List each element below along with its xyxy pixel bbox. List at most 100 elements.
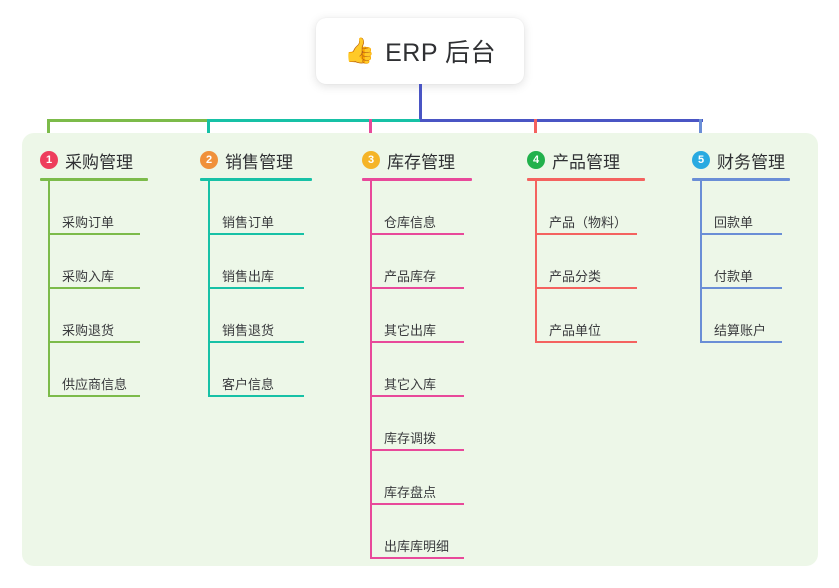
branch-header-1[interactable]: 1 采购管理 (40, 148, 148, 172)
branch-item-label: 采购退货 (62, 323, 115, 338)
branch-title: 销售管理 (225, 152, 293, 172)
branch-item[interactable]: 供应商信息 (40, 343, 148, 397)
branch-spine (370, 181, 372, 559)
branch-item-underline (535, 287, 637, 289)
branch-item-underline (700, 287, 782, 289)
branch-spine (208, 181, 210, 397)
branch-header-2[interactable]: 2 销售管理 (200, 148, 312, 172)
branch-item-label: 销售退货 (222, 323, 275, 338)
branch-item[interactable]: 采购入库 (40, 235, 148, 289)
bus-segment-teal (208, 119, 420, 122)
branch-underline (40, 178, 148, 181)
branch-item-label: 销售出库 (222, 269, 275, 284)
branch-item[interactable]: 产品库存 (362, 235, 472, 289)
branch-item-label: 仓库信息 (384, 215, 437, 230)
branch-number-badge: 2 (200, 151, 218, 169)
branch-spine (700, 181, 702, 343)
branch-item-label: 出库库明细 (384, 539, 450, 554)
branch-item-list: 销售订单销售出库销售退货客户信息 (200, 181, 312, 397)
branch-column-4: 4 产品管理产品（物料） 产品分类产品单位 (527, 148, 645, 343)
branch-title: 财务管理 (717, 152, 785, 172)
branch-item-underline (535, 341, 637, 343)
branch-item-label: 采购订单 (62, 215, 115, 230)
branch-item-list: 产品（物料） 产品分类产品单位 (527, 181, 645, 343)
branch-item[interactable]: 产品单位 (527, 289, 645, 343)
branch-header-5[interactable]: 5 财务管理 (692, 148, 790, 172)
bus-segment-blue (420, 119, 703, 122)
branch-item[interactable]: 库存调拨 (362, 397, 472, 451)
branch-item-label: 产品库存 (384, 269, 437, 284)
branch-item-list: 回款单付款单结算账户 (692, 181, 790, 343)
branch-item[interactable]: 结算账户 (692, 289, 790, 343)
branch-column-5: 5 财务管理回款单付款单结算账户 (692, 148, 790, 343)
branch-title: 库存管理 (387, 152, 455, 172)
branch-item[interactable]: 产品（物料） (527, 181, 645, 235)
branch-item-label: 结算账户 (714, 323, 767, 338)
branch-item[interactable]: 其它出库 (362, 289, 472, 343)
branch-item-label: 其它入库 (384, 377, 437, 392)
branch-header-4[interactable]: 4 产品管理 (527, 148, 645, 172)
branch-item-underline (48, 287, 140, 289)
branch-number-badge: 1 (40, 151, 58, 169)
branch-underline (362, 178, 472, 181)
branches-panel (22, 133, 818, 566)
branch-number-badge: 3 (362, 151, 380, 169)
branch-item-label: 产品（物料） (549, 215, 628, 230)
branch-title: 采购管理 (65, 152, 133, 172)
bus-segment-green (48, 119, 208, 122)
branch-item[interactable]: 销售订单 (200, 181, 312, 235)
thumbs-up-icon: 👍 (343, 36, 376, 65)
branch-item[interactable]: 销售出库 (200, 235, 312, 289)
root-stem (419, 84, 422, 122)
branch-item-label: 客户信息 (222, 377, 275, 392)
branch-item-underline (370, 557, 464, 559)
branch-header-3[interactable]: 3 库存管理 (362, 148, 472, 172)
branch-item-label: 回款单 (714, 215, 754, 230)
branch-item[interactable]: 回款单 (692, 181, 790, 235)
branch-item[interactable]: 采购订单 (40, 181, 148, 235)
branch-item[interactable]: 销售退货 (200, 289, 312, 343)
branch-item-label: 产品单位 (549, 323, 602, 338)
branch-column-2: 2 销售管理销售订单销售出库销售退货客户信息 (200, 148, 312, 397)
branch-item-underline (208, 395, 304, 397)
branch-item[interactable]: 客户信息 (200, 343, 312, 397)
branch-item-underline (700, 341, 782, 343)
branch-item[interactable]: 仓库信息 (362, 181, 472, 235)
branch-item-underline (370, 341, 464, 343)
branch-column-3: 3 库存管理仓库信息产品库存其它出库其它入库库存调拨库存盘点出库库明细 (362, 148, 472, 559)
branch-item-label: 采购入库 (62, 269, 115, 284)
branch-item[interactable]: 其它入库 (362, 343, 472, 397)
branch-item[interactable]: 出库库明细 (362, 505, 472, 559)
branch-title: 产品管理 (552, 152, 620, 172)
branch-item-underline (370, 395, 464, 397)
branch-item[interactable]: 库存盘点 (362, 451, 472, 505)
branch-underline (200, 178, 312, 181)
branch-item-label: 库存调拨 (384, 431, 437, 446)
branch-item-underline (370, 233, 464, 235)
branch-item-list: 仓库信息产品库存其它出库其它入库库存调拨库存盘点出库库明细 (362, 181, 472, 559)
branch-item-underline (208, 287, 304, 289)
branch-number-badge: 4 (527, 151, 545, 169)
branch-spine (48, 181, 50, 397)
root-node[interactable]: 👍 ERP 后台 (316, 18, 524, 84)
branch-item-underline (48, 395, 140, 397)
branch-item[interactable]: 采购退货 (40, 289, 148, 343)
branch-underline (692, 178, 790, 181)
branch-item-label: 销售订单 (222, 215, 275, 230)
branch-item[interactable]: 产品分类 (527, 235, 645, 289)
branch-item-list: 采购订单采购入库采购退货供应商信息 (40, 181, 148, 397)
branch-item-underline (370, 503, 464, 505)
branch-item[interactable]: 付款单 (692, 235, 790, 289)
branch-item-underline (700, 233, 782, 235)
branch-item-label: 产品分类 (549, 269, 602, 284)
branch-item-label: 库存盘点 (384, 485, 437, 500)
branch-number-badge: 5 (692, 151, 710, 169)
branch-item-label: 付款单 (714, 269, 754, 284)
branch-item-underline (370, 287, 464, 289)
branch-item-underline (48, 233, 140, 235)
root-title: ERP 后台 (385, 39, 497, 67)
branch-item-underline (370, 449, 464, 451)
branch-item-underline (208, 233, 304, 235)
branch-item-underline (48, 341, 140, 343)
